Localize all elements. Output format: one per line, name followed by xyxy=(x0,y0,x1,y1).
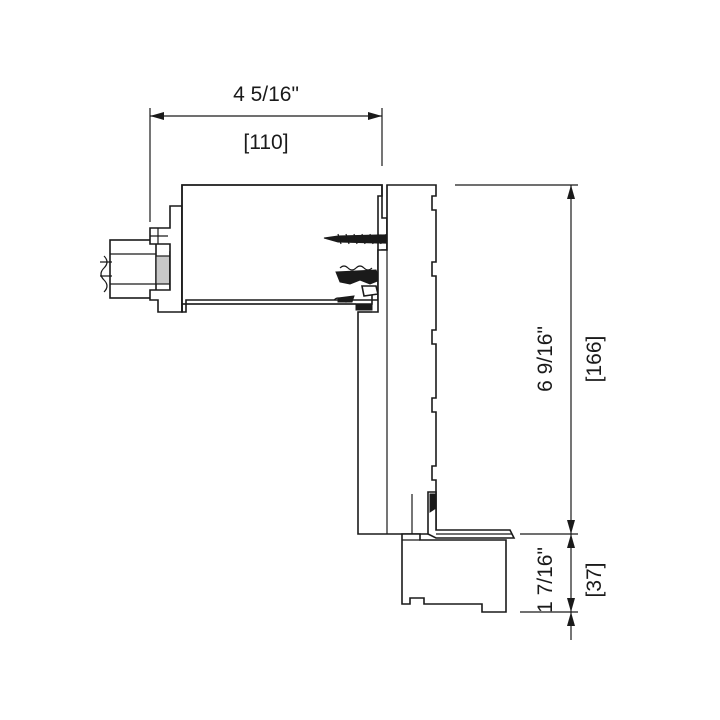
sill-imperial-label: 1 7/16" xyxy=(534,547,557,613)
sill-dimension: 1 7/16" [37] xyxy=(520,534,606,640)
sill-flashing xyxy=(427,491,516,539)
width-imperial-label: 4 5/16" xyxy=(233,83,299,106)
width-metric-label: [110] xyxy=(243,131,288,154)
width-dimension: 4 5/16" [110] xyxy=(149,83,383,222)
height-dimension: 6 9/16" [166] xyxy=(455,184,606,535)
height-metric-label: [166] xyxy=(583,336,606,383)
sill-metric-label: [37] xyxy=(583,562,606,597)
weatherstrip xyxy=(333,265,381,311)
jamb-profile xyxy=(357,184,437,535)
sill-block xyxy=(401,533,507,613)
head-frame xyxy=(181,184,388,313)
sash-profile xyxy=(149,205,183,313)
height-imperial-label: 6 9/16" xyxy=(534,326,557,392)
